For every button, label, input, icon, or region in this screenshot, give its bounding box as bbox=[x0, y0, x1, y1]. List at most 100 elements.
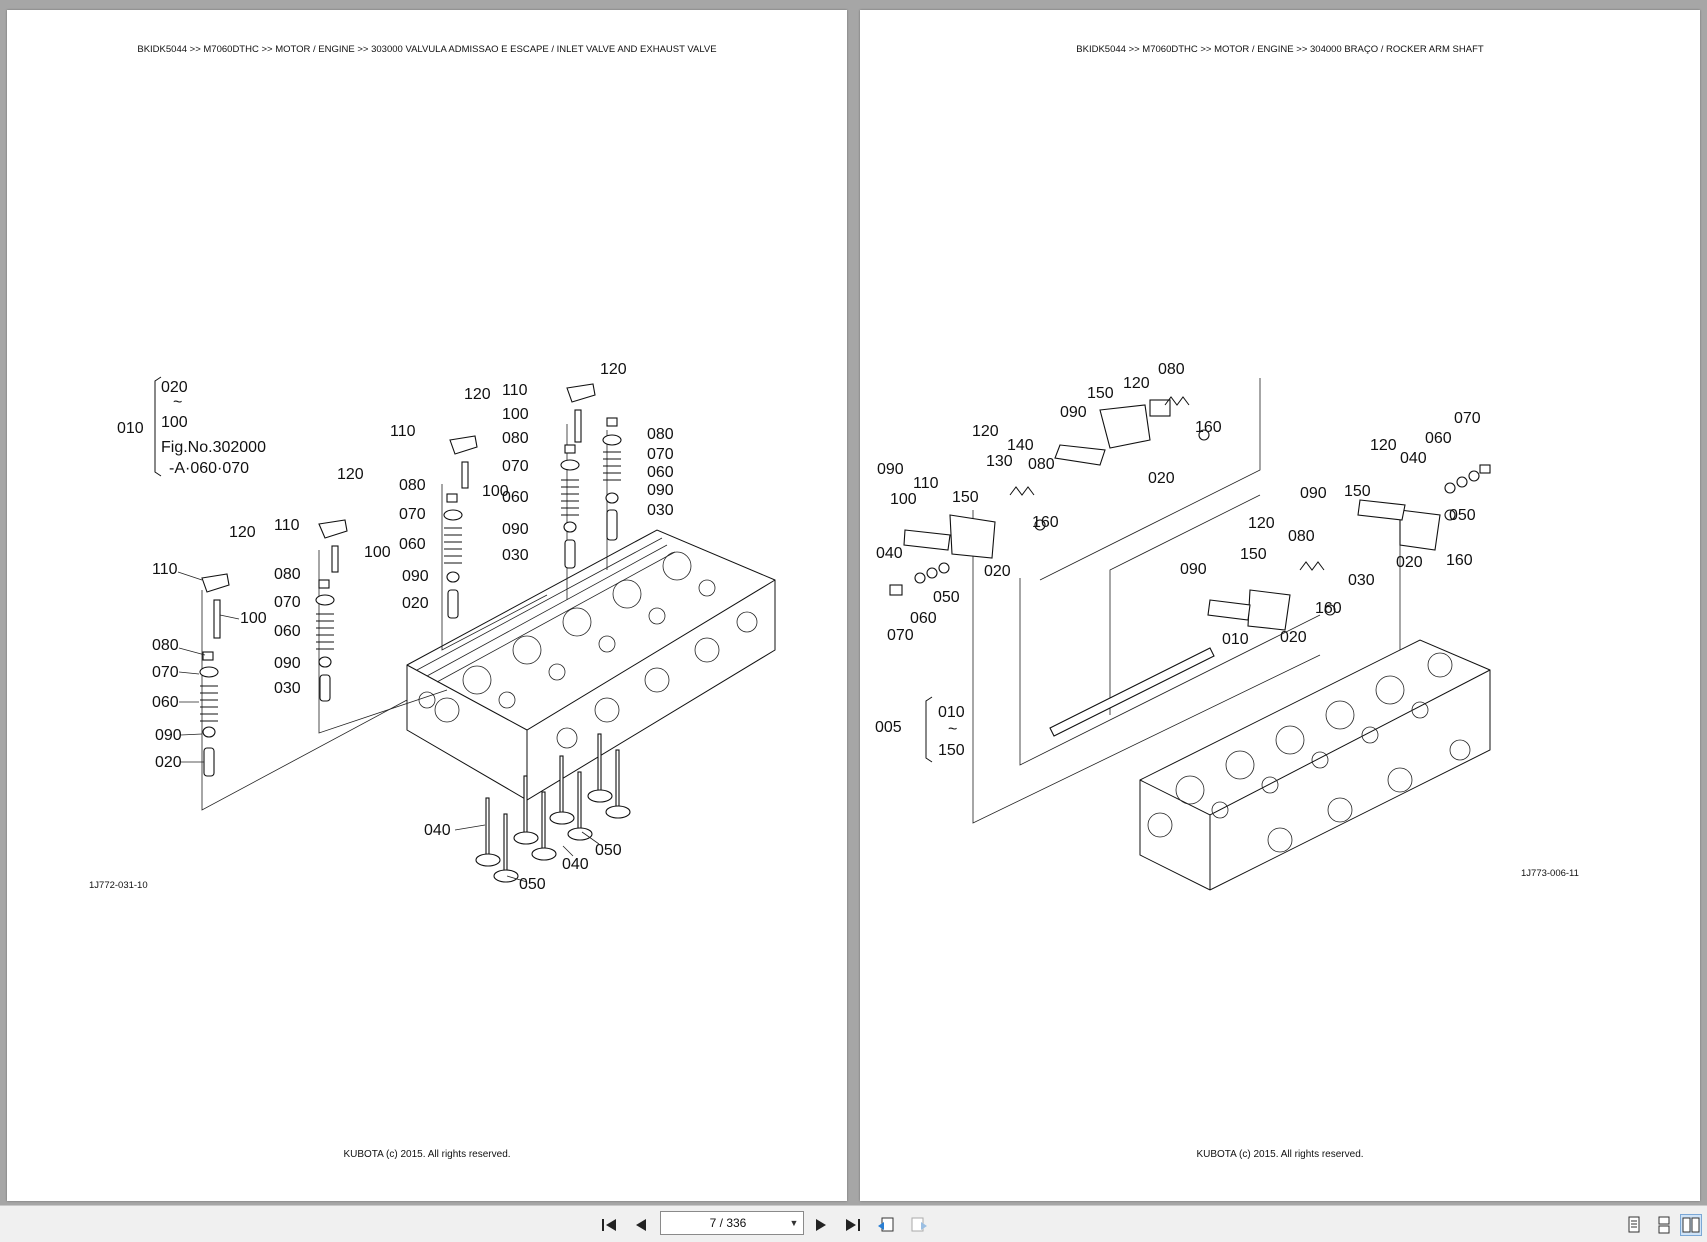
part-number-label: 030 bbox=[1348, 572, 1375, 589]
part-number-label: 100 bbox=[890, 491, 917, 508]
label-fig-ref: Fig.No.302000 bbox=[161, 439, 266, 456]
part-number-label: 040 bbox=[424, 822, 451, 839]
valve-stack-5 bbox=[602, 417, 622, 541]
part-number-label: 150 bbox=[952, 489, 979, 506]
page-header: BKIDK5044 >> M7060DTHC >> MOTOR / ENGINE… bbox=[1076, 44, 1484, 55]
part-number-label: 140 bbox=[1007, 437, 1034, 454]
part-number-label: 080 bbox=[152, 637, 179, 654]
part-number-label: 150 bbox=[1344, 483, 1371, 500]
part-number-label: 060 bbox=[647, 464, 674, 481]
cylinder-head-left bbox=[406, 529, 776, 801]
part-number-label: 010 bbox=[938, 704, 965, 721]
label-010: 010 bbox=[117, 420, 144, 437]
chevron-down-icon: ▼ bbox=[789, 1218, 799, 1228]
part-number-label: 070 bbox=[152, 664, 179, 681]
part-number-label: 110 bbox=[274, 517, 300, 534]
page-header: BKIDK5044 >> M7060DTHC >> MOTOR / ENGINE… bbox=[137, 44, 717, 55]
part-number-label: 060 bbox=[1425, 430, 1452, 447]
valve-stack-1 bbox=[199, 573, 230, 777]
part-number-label: 110 bbox=[152, 561, 178, 578]
part-number-label: 070 bbox=[887, 627, 914, 644]
two-page-icon bbox=[1682, 1217, 1700, 1233]
part-number-label: 120 bbox=[337, 466, 364, 483]
part-number-label: 080 bbox=[1028, 456, 1055, 473]
part-number-label: 160 bbox=[1315, 600, 1342, 617]
part-number-label: 100 bbox=[240, 610, 267, 627]
next-page-button[interactable] bbox=[810, 1214, 832, 1236]
valve-stack-4 bbox=[560, 383, 596, 569]
part-number-label: 040 bbox=[876, 545, 903, 562]
part-number-label: 120 bbox=[600, 361, 627, 378]
part-number-label: 020 bbox=[1280, 629, 1307, 646]
previous-page-button[interactable] bbox=[630, 1214, 652, 1236]
cylinder-head-right bbox=[1139, 639, 1491, 891]
part-number-label: 130 bbox=[986, 453, 1013, 470]
last-page-button[interactable] bbox=[842, 1214, 864, 1236]
part-number-label: 090 bbox=[502, 521, 529, 538]
inlet-exhaust-valve-diagram: 020 ~ 100 010 Fig.No.302000 -A·060·070 bbox=[117, 361, 776, 893]
part-number-label: 120 bbox=[1248, 515, 1275, 532]
label-tilde: ~ bbox=[173, 394, 182, 411]
valves-row bbox=[475, 733, 631, 883]
part-number-label: 090 bbox=[877, 461, 904, 478]
part-number-label: 120 bbox=[464, 386, 491, 403]
part-number-label: 030 bbox=[502, 547, 529, 564]
page-footer: KUBOTA (c) 2015. All rights reserved. bbox=[1196, 1149, 1364, 1160]
part-number-label: 030 bbox=[274, 680, 301, 697]
part-number-label: 090 bbox=[1060, 404, 1087, 421]
part-number-label: 150 bbox=[1087, 385, 1114, 402]
part-number-label: 060 bbox=[910, 610, 937, 627]
viewer-toolbar: 7 / 336 ▼ bbox=[0, 1205, 1707, 1242]
part-number-label: ~ bbox=[948, 721, 957, 738]
part-number-label: 020 bbox=[984, 563, 1011, 580]
part-number-label: 090 bbox=[1300, 485, 1327, 502]
part-number-label: 060 bbox=[274, 623, 301, 640]
part-number-label: 080 bbox=[1288, 528, 1315, 545]
page-number-select[interactable]: 7 / 336 ▼ bbox=[660, 1211, 804, 1235]
part-number-label: 040 bbox=[1400, 450, 1427, 467]
part-number-label: 090 bbox=[402, 568, 429, 585]
part-number-label: 110 bbox=[390, 423, 416, 440]
go-forward-button[interactable] bbox=[908, 1214, 930, 1236]
part-number-label: 070 bbox=[399, 506, 426, 523]
part-number-label: 160 bbox=[1195, 419, 1222, 436]
single-page-view-button[interactable] bbox=[1623, 1214, 1645, 1236]
page-indicator: 7 / 336 bbox=[709, 1216, 747, 1230]
part-number-label: 100 bbox=[502, 406, 529, 423]
rocker-group-1 bbox=[1054, 396, 1210, 466]
figure-code: 1J773-006-11 bbox=[1521, 868, 1579, 879]
part-number-label: 070 bbox=[1454, 410, 1481, 427]
label-100: 100 bbox=[161, 414, 188, 431]
rocker-group-3 bbox=[1357, 499, 1456, 551]
part-number-label: 005 bbox=[875, 719, 902, 736]
valve-stack-2 bbox=[315, 519, 348, 702]
part-number-label: 150 bbox=[938, 742, 965, 759]
part-number-label: 020 bbox=[1148, 470, 1175, 487]
part-number-label: 020 bbox=[402, 595, 429, 612]
go-back-icon bbox=[878, 1217, 894, 1232]
part-number-label: 090 bbox=[1180, 561, 1207, 578]
part-number-label: 050 bbox=[519, 876, 546, 893]
document-viewer[interactable]: BKIDK5044 >> M7060DTHC >> MOTOR / ENGINE… bbox=[0, 0, 1707, 1205]
rocker-arm-shaft-diagram: 010 bbox=[875, 361, 1491, 891]
last-page-icon bbox=[846, 1219, 860, 1231]
go-back-button[interactable] bbox=[875, 1214, 897, 1236]
part-number-label: 160 bbox=[1032, 514, 1059, 531]
part-number-label: 060 bbox=[399, 536, 426, 553]
single-page-icon bbox=[1628, 1216, 1640, 1233]
part-number-label: 050 bbox=[595, 842, 622, 859]
label-020: 020 bbox=[161, 379, 188, 396]
continuous-view-button[interactable] bbox=[1653, 1214, 1675, 1236]
first-page-icon bbox=[602, 1219, 616, 1231]
part-number-label: 080 bbox=[502, 430, 529, 447]
go-forward-icon bbox=[911, 1217, 927, 1232]
part-number-label: 070 bbox=[274, 594, 301, 611]
part-number-label: 150 bbox=[1240, 546, 1267, 563]
part-number-label: 080 bbox=[399, 477, 426, 494]
part-number-label: 070 bbox=[647, 446, 674, 463]
part-number-label: 090 bbox=[647, 482, 674, 499]
part-number-label: 120 bbox=[1123, 375, 1150, 392]
two-page-view-button[interactable] bbox=[1680, 1214, 1702, 1236]
first-page-button[interactable] bbox=[598, 1214, 620, 1236]
part-number-label: 120 bbox=[972, 423, 999, 440]
